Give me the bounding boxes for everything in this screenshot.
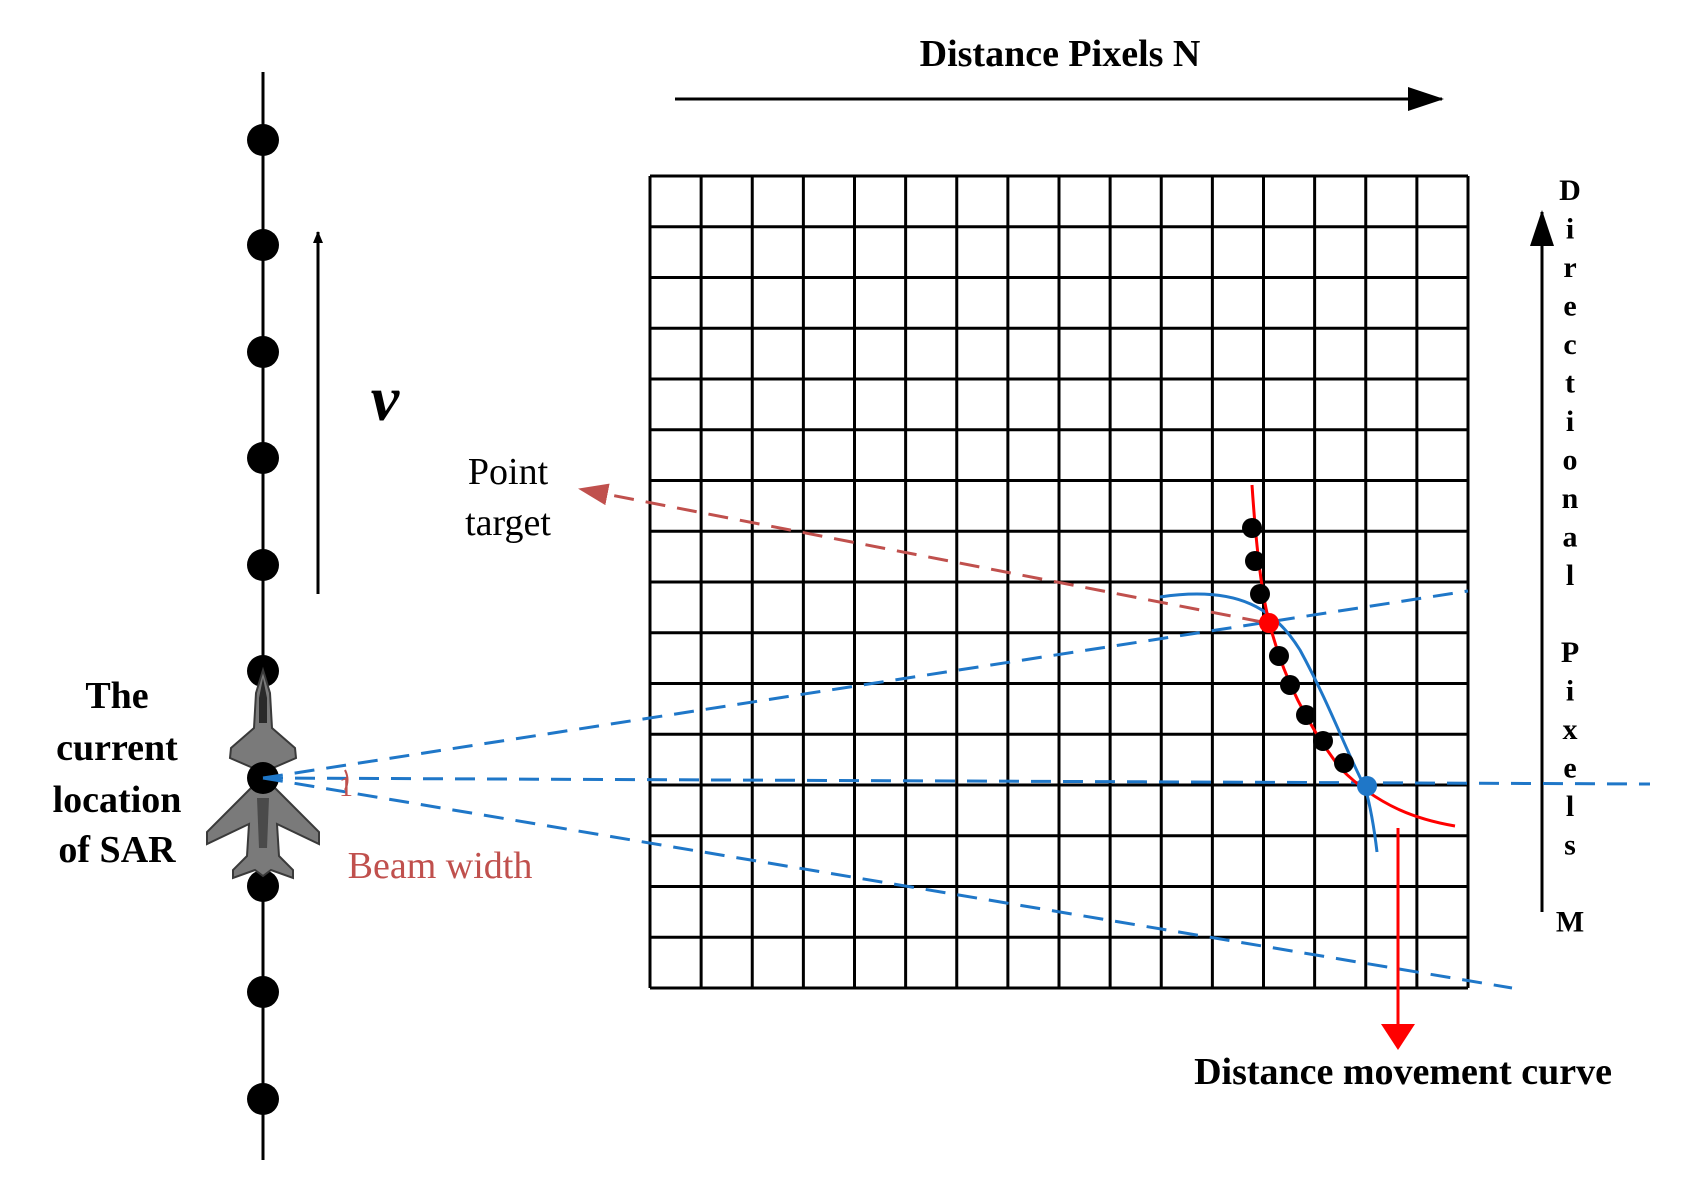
point-target-marker	[1259, 613, 1279, 633]
sar-location-label-line3: location	[53, 779, 182, 821]
sar-location-label-line1: The	[85, 675, 148, 717]
beam-lower-edge	[262, 776, 1513, 990]
track-position	[247, 229, 279, 261]
range-sample	[1334, 753, 1354, 773]
range-sample	[1280, 675, 1300, 695]
beam-angle-mark: 1	[339, 772, 353, 803]
track-position	[247, 336, 279, 368]
velocity-label: v	[371, 363, 400, 434]
beam-width-label: Beam width	[348, 845, 533, 887]
range-samples	[1242, 518, 1354, 773]
track-position	[247, 870, 279, 902]
closest-approach-marker	[1357, 776, 1377, 796]
beam-angle-arc	[344, 769, 349, 791]
distance-movement-curve-label: Distance movement curve	[1194, 1051, 1612, 1093]
track-position	[247, 442, 279, 474]
distance-pixels-label: Distance Pixels N	[920, 33, 1201, 75]
pixel-grid	[648, 174, 1470, 990]
beam-upper-edge	[262, 589, 1469, 780]
range-sample	[1269, 646, 1289, 666]
point-target-label-line2: target	[465, 502, 551, 544]
beam-footprint-curve	[1159, 592, 1379, 853]
beam-center-line	[262, 776, 1651, 786]
range-sample	[1242, 518, 1262, 538]
track-position	[247, 124, 279, 156]
track-positions	[247, 124, 279, 1115]
beam-lines	[262, 589, 1651, 990]
sar-location-label-line2: current	[56, 727, 178, 769]
range-sample	[1313, 731, 1333, 751]
track-position	[247, 1083, 279, 1115]
track-position	[247, 976, 279, 1008]
sar-location-label-line4: of SAR	[58, 829, 176, 871]
range-sample	[1250, 584, 1270, 604]
range-sample	[1245, 551, 1265, 571]
track-position	[247, 549, 279, 581]
point-target-arrow	[578, 483, 1263, 624]
range-sample	[1296, 705, 1316, 725]
point-target-label-line1: Point	[468, 451, 549, 493]
